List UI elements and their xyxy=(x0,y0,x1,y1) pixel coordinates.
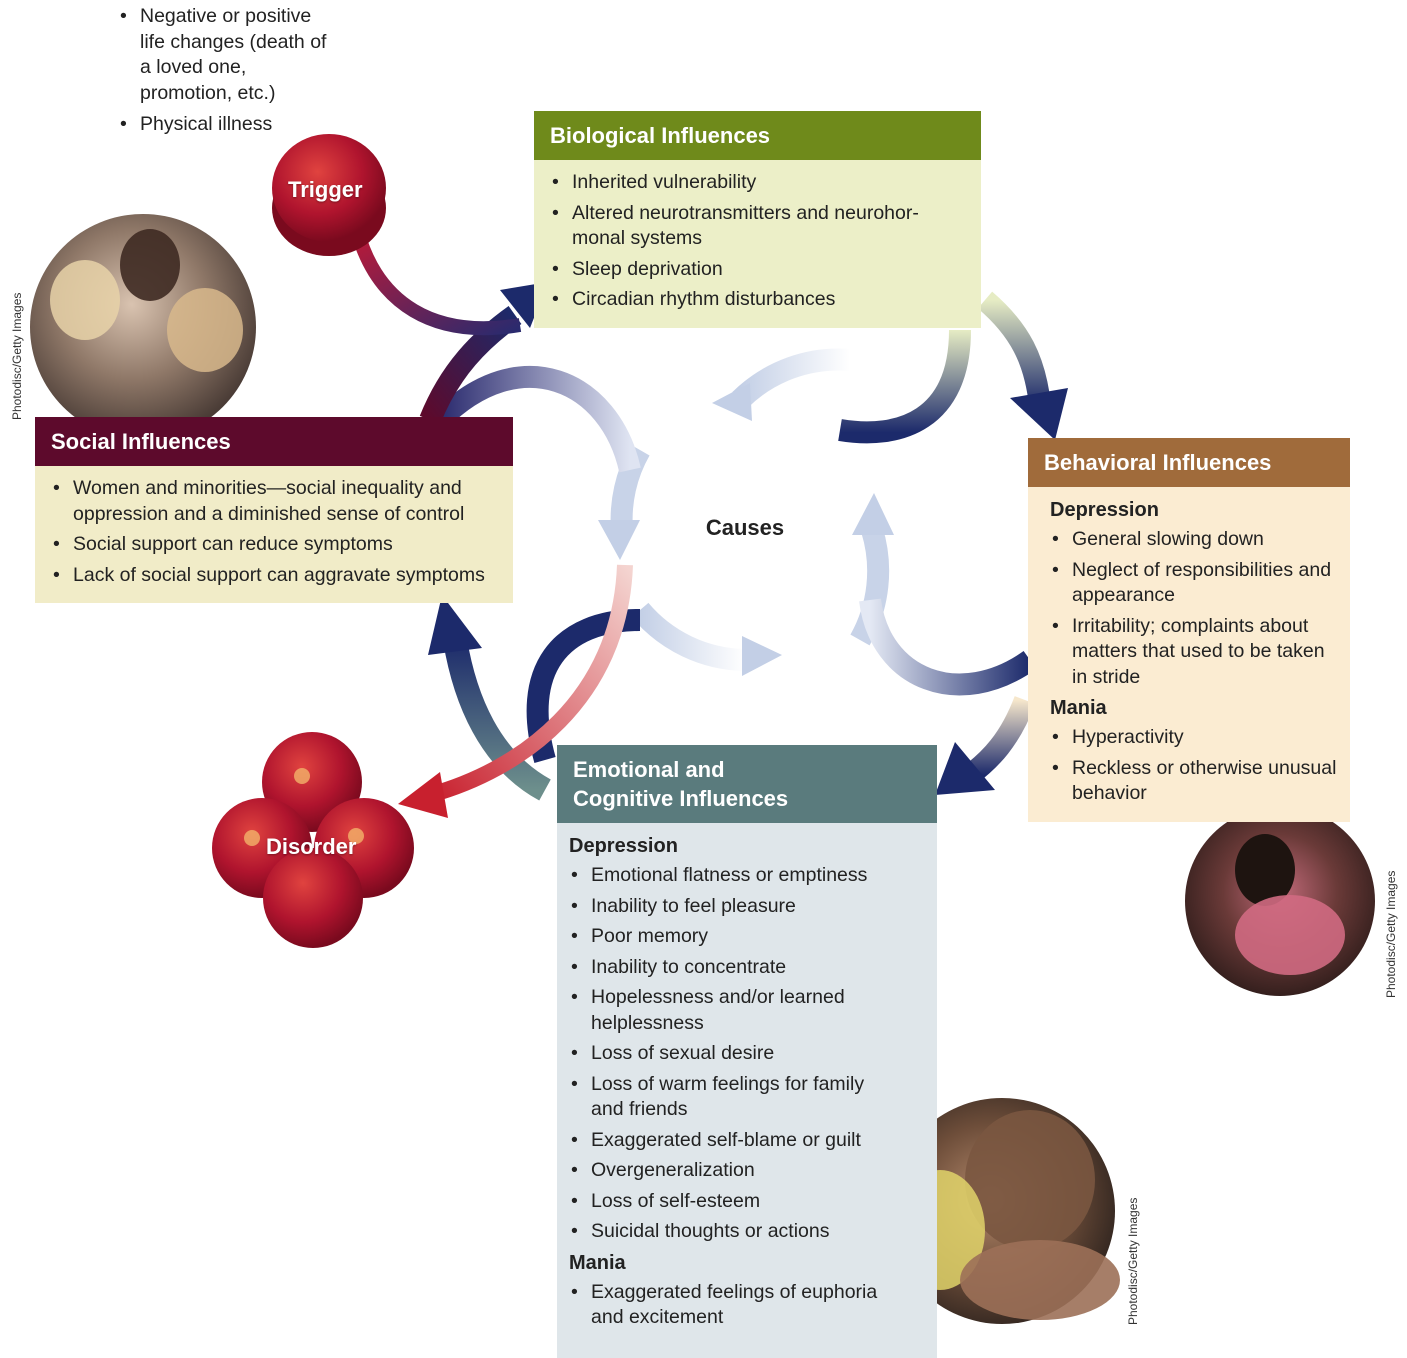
emotional-title-line1: Emotional and xyxy=(573,757,725,782)
photo-credit-social: Photodisc/Getty Images xyxy=(10,292,24,420)
behav-inner-curl xyxy=(859,598,1037,696)
list-item: Loss of sexual desire xyxy=(569,1041,869,1067)
social-influences-list: Women and minorities—social inequality a… xyxy=(51,476,501,588)
list-item: Sleep deprivation xyxy=(550,257,969,283)
emotional-title-line2: Cognitive Influences xyxy=(573,786,789,811)
behavioral-influences-title: Behavioral Influences xyxy=(1028,438,1350,487)
disorder-label: Disorder xyxy=(266,834,357,859)
arrow-causes-to-disorder xyxy=(427,564,633,803)
list-item: Inherited vulnerability xyxy=(550,170,969,196)
behavioral-depression-list: General slowing down Neglect of responsi… xyxy=(1050,527,1338,690)
emotional-mania-list: Exaggerated feelings of euphoria and exc… xyxy=(569,1280,889,1331)
list-item: Poor memory xyxy=(569,924,869,950)
list-item: Suicidal thoughts or actions xyxy=(569,1219,869,1245)
list-item: Neglect of responsibilities and appearan… xyxy=(1050,558,1338,609)
list-item: Inability to concentrate xyxy=(569,955,869,981)
cycle-arrow-bottom xyxy=(631,602,746,671)
arrowhead-behav xyxy=(1010,388,1068,440)
cycle-arrowhead-left xyxy=(598,520,640,560)
list-item: General slowing down xyxy=(1050,527,1338,553)
list-item: Overgeneralization xyxy=(569,1158,869,1184)
biological-influences-title: Biological Influences xyxy=(534,111,981,160)
biological-influences-box: Biological Influences Inherited vulnerab… xyxy=(534,111,981,328)
emotional-depression-list: Emotional flatness or emptiness Inabilit… xyxy=(569,863,869,1245)
emotional-depression-heading: Depression xyxy=(569,835,678,857)
social-influences-title: Social Influences xyxy=(35,417,513,466)
list-item: Exaggerated feelings of euphoria and exc… xyxy=(569,1280,889,1331)
social-influences-box: Social Influences Women and minorities—s… xyxy=(35,417,513,603)
list-item: Women and minorities—social inequality a… xyxy=(51,476,501,527)
list-item: Circadian rhythm disturbances xyxy=(550,287,969,313)
cycle-arrowhead-top xyxy=(712,383,752,421)
emotional-mania-heading: Mania xyxy=(569,1251,626,1274)
emotional-cognitive-influences-box: Emotional and Cognitive Influences Depre… xyxy=(557,745,937,1358)
bio-inner-curl xyxy=(838,329,971,444)
trigger-label: Trigger xyxy=(288,177,363,202)
photo-emotional xyxy=(889,1098,1120,1324)
arrow-bio-to-behav xyxy=(977,291,1051,407)
arrow-trigger-to-bio xyxy=(353,237,522,336)
causes-label: Causes xyxy=(705,515,785,540)
list-item: Exaggerated self-blame or guilt xyxy=(569,1128,869,1154)
list-item: Irritability; complaints about matters t… xyxy=(1050,614,1338,691)
cycle-arrowhead-bottom xyxy=(742,636,782,676)
disorder-node xyxy=(212,732,414,948)
photo-credit-emotional: Photodisc/Getty Images xyxy=(1126,1197,1140,1325)
cycle-arrow-top xyxy=(732,348,851,408)
trigger-example-item: Physical illness xyxy=(118,112,328,138)
list-item: Emotional flatness or emptiness xyxy=(569,863,869,889)
list-item: Hopelessness and/or learned helplessness xyxy=(569,985,869,1036)
behavioral-mania-heading: Mania xyxy=(1050,697,1107,719)
emotional-cognitive-influences-title: Emotional and Cognitive Influences xyxy=(557,745,937,823)
photo-social xyxy=(30,214,256,440)
biological-influences-list: Inherited vulnerability Altered neurotra… xyxy=(550,170,969,313)
trigger-examples-list: Negative or positive life changes (death… xyxy=(118,4,328,144)
trigger-example-item: Negative or positive life changes (death… xyxy=(118,4,328,106)
list-item: Hyperactivity xyxy=(1050,725,1338,751)
trigger-node xyxy=(272,134,386,256)
photo-behavioral xyxy=(1185,806,1375,996)
list-item: Lack of social support can aggravate sym… xyxy=(51,563,501,589)
behavioral-depression-heading: Depression xyxy=(1050,499,1159,521)
arrowhead-social xyxy=(428,595,482,655)
behavioral-influences-box: Behavioral Influences Depression General… xyxy=(1028,438,1350,822)
list-item: Altered neurotransmitters and neurohor-m… xyxy=(550,201,969,252)
list-item: Reckless or otherwise unusual behavior xyxy=(1050,756,1338,807)
photo-credit-behavioral: Photodisc/Getty Images xyxy=(1384,870,1398,998)
cycle-arrowhead-right xyxy=(852,493,894,535)
behavioral-mania-list: Hyperactivity Reckless or otherwise unus… xyxy=(1050,725,1338,807)
list-item: Loss of self-esteem xyxy=(569,1189,869,1215)
arrowhead-emot xyxy=(935,742,995,795)
list-item: Loss of warm feelings for family and fri… xyxy=(569,1072,869,1123)
arrowhead-disorder xyxy=(398,772,448,818)
arrow-emot-to-social xyxy=(443,637,552,801)
social-to-causes-curl xyxy=(432,365,641,473)
list-item: Inability to feel pleasure xyxy=(569,894,869,920)
list-item: Social support can reduce symptoms xyxy=(51,532,501,558)
arrow-behav-to-emot xyxy=(963,695,1036,784)
